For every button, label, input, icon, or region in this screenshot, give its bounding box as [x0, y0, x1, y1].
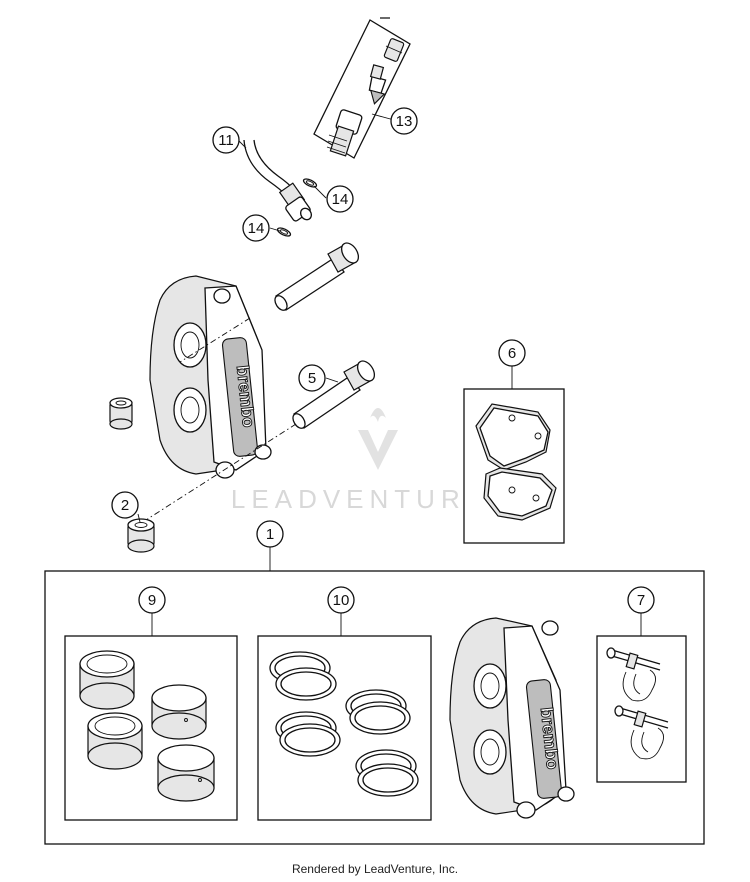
- callout-11-label: 11: [218, 132, 234, 149]
- leader-lines: [137, 113, 642, 636]
- brake-line-part-11[interactable]: [243, 139, 314, 222]
- footer-credit: Rendered by LeadVenture, Inc.: [291, 862, 459, 876]
- leadventure-watermark: LEADVENTURE: [231, 408, 489, 514]
- callout-14-lower-label: 14: [248, 220, 265, 237]
- spacer-upper[interactable]: [109, 397, 133, 430]
- alignment-line-lower: [145, 423, 297, 521]
- callout-6[interactable]: 6: [498, 339, 526, 367]
- callout-1-label: 1: [266, 526, 274, 543]
- callout-14-lower[interactable]: 14: [242, 214, 270, 242]
- callout-14-upper-label: 14: [332, 191, 349, 208]
- alignment-line-upper: [179, 317, 251, 363]
- callout-1[interactable]: 1: [256, 520, 284, 548]
- callout-10[interactable]: 10: [327, 586, 355, 614]
- brake-caliper-kit[interactable]: brembo: [449, 617, 575, 819]
- brake-caliper-main[interactable]: brembo: [149, 275, 272, 479]
- callout-9-label: 9: [148, 592, 156, 609]
- callout-7[interactable]: 7: [627, 586, 655, 614]
- pistons-part-9[interactable]: [64, 635, 238, 821]
- callout-9[interactable]: 9: [138, 586, 166, 614]
- sealing-ring-part-14-upper[interactable]: [302, 177, 318, 188]
- callout-13-label: 13: [396, 113, 413, 130]
- brake-pads-part-6[interactable]: [463, 388, 565, 544]
- bleeder-kit-part-13[interactable]: [313, 17, 411, 159]
- callout-6-label: 6: [508, 345, 516, 362]
- callout-13[interactable]: 13: [390, 107, 418, 135]
- callout-5[interactable]: 5: [298, 364, 326, 392]
- mounting-bolt-upper[interactable]: [272, 240, 361, 312]
- callout-14-upper[interactable]: 14: [326, 185, 354, 213]
- pad-pins-part-7[interactable]: [596, 635, 687, 783]
- callout-7-label: 7: [637, 592, 645, 609]
- sealing-ring-part-14-lower[interactable]: [276, 226, 292, 237]
- caliper-kit-frame-part-1[interactable]: [44, 570, 705, 845]
- spacer-part-2[interactable]: [127, 518, 155, 553]
- mounting-bolt-part-5[interactable]: [290, 358, 377, 430]
- watermark-text: LEADVENTURE: [231, 484, 489, 514]
- callout-2-label: 2: [121, 497, 129, 514]
- callout-10-label: 10: [333, 592, 350, 609]
- seal-kit-part-10[interactable]: [257, 635, 432, 821]
- callout-2[interactable]: 2: [111, 491, 139, 519]
- callout-11[interactable]: 11: [212, 126, 240, 154]
- callout-5-label: 5: [308, 370, 316, 387]
